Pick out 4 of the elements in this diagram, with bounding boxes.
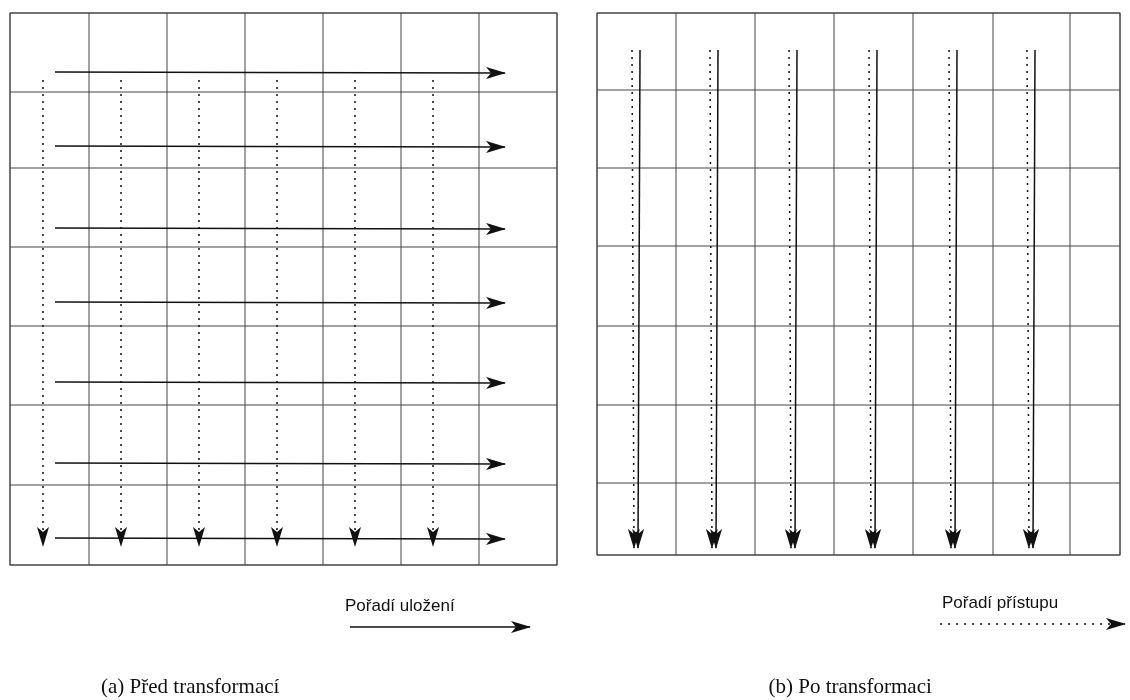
legend-text: Pořadí přístupu xyxy=(942,593,1059,613)
panel-caption: (a) Před transformací xyxy=(101,674,280,699)
legend-text: Pořadí uložení xyxy=(345,596,455,616)
panel-caption: (b) Po transformaci xyxy=(768,674,932,699)
